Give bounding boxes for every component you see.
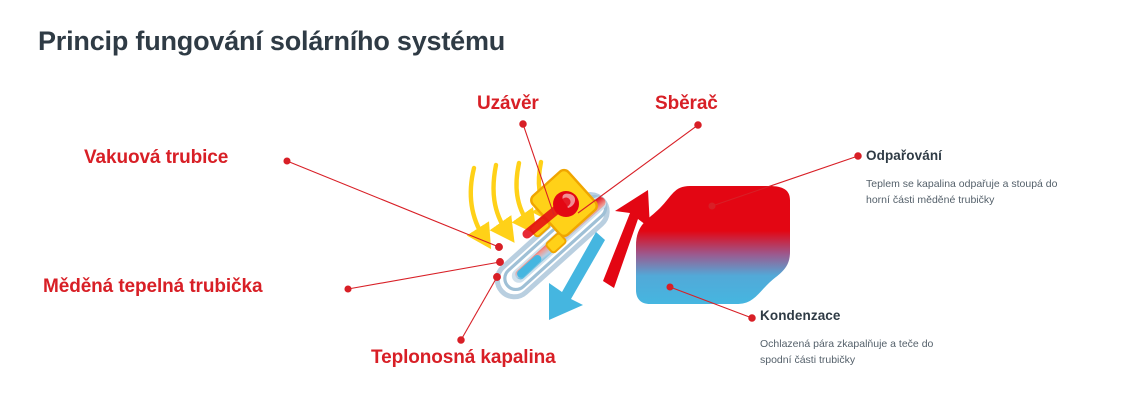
- side-block-title-odparovani: Odpařování: [866, 148, 943, 163]
- callout-label-sberac: Sběrač: [655, 93, 718, 114]
- arrow-up-right-vapour: [603, 190, 650, 288]
- page-title: Princip fungování solárního systému: [38, 26, 506, 56]
- callout-leader-lines: [283, 120, 862, 344]
- side-block-kondenzace: Kondenzace Ochlazená pára zkapalňuje a t…: [760, 308, 933, 369]
- callout-label-vakuova-trubice: Vakuová trubice: [84, 147, 229, 168]
- side-block-description-kondenzace: Ochlazená pára zkapalňuje a teče do spod…: [760, 338, 934, 367]
- manifold-connector: [522, 168, 598, 254]
- callout-label-uzaver: Uzávěr: [477, 93, 539, 114]
- side-block-description-odparovani: Teplem se kapalina odpařuje a stoupá do …: [866, 178, 1058, 207]
- side-block-title-kondenzace: Kondenzace: [760, 308, 841, 323]
- side-block-odparovani: Odpařování Teplem se kapalina odpařuje a…: [866, 148, 1057, 209]
- callout-label-medena-trubicka: Měděná tepelná trubička: [43, 276, 263, 297]
- arrow-down-left-liquid: [549, 232, 605, 320]
- callout-label-teplonosna-kapalina: Teplonosná kapalina: [371, 347, 556, 368]
- heat-gradient-wave: [636, 186, 790, 304]
